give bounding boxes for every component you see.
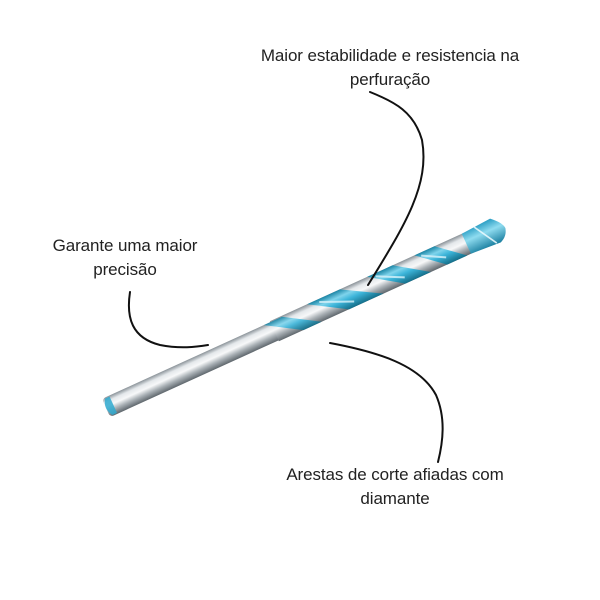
leader-line-precision [127, 291, 209, 349]
drill-flute-highlights [319, 254, 447, 304]
callout-precision-line2: precisão [93, 260, 157, 279]
leader-line-edges [329, 342, 444, 463]
drill-carbide-tip [461, 218, 506, 254]
drill-bit [103, 218, 506, 416]
callout-precision-line1: Garante uma maior [52, 236, 198, 255]
callout-precision: Garante uma maior precisão [40, 234, 210, 282]
callout-stability: Maior estabilidade e resistencia na perf… [240, 44, 540, 92]
callout-stability-line1: Maior estabilidade e resistencia na [260, 46, 520, 65]
drill-tip-edge [473, 226, 498, 244]
callout-edges-line1: Arestas de corte afiadas com [286, 465, 504, 484]
drill-spiral-flutes [263, 246, 468, 331]
callout-edges: Arestas de corte afiadas com diamante [255, 463, 535, 511]
leader-line-stability [367, 91, 425, 286]
callout-stability-line2: perfuração [349, 70, 431, 89]
drill-shank-end [104, 396, 118, 415]
drill-shank [103, 321, 282, 416]
callout-edges-line2: diamante [360, 489, 430, 508]
drill-fluted-body [269, 232, 475, 342]
